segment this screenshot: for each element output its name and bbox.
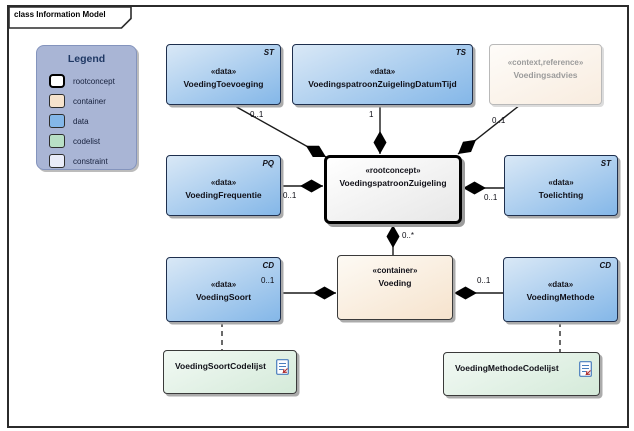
class-name: VoedingspatroonZuigeling xyxy=(339,178,447,188)
type-marker: CD xyxy=(262,261,274,270)
diagram-title: class Information Model xyxy=(14,10,106,19)
conn-voedingsadvies-rootconcept xyxy=(457,104,521,155)
multiplicity-toevoeging: 0..1 xyxy=(250,110,264,119)
class-name: Toelichting xyxy=(538,190,584,200)
legend-title: Legend xyxy=(67,53,106,65)
class-voeding[interactable]: «container» Voeding xyxy=(337,255,453,320)
codelist-document-icon xyxy=(579,361,592,377)
stereotype: «container» xyxy=(372,266,418,275)
class-voeding-methode[interactable]: CD «data» VoedingMethode xyxy=(503,257,618,322)
legend-item-label: codelist xyxy=(73,136,101,146)
legend-item-label: rootconcept xyxy=(73,76,115,86)
class-name: VoedingMethode xyxy=(526,292,595,302)
class-name: Voeding xyxy=(378,278,412,288)
diagram-frame xyxy=(7,5,629,428)
data-swatch xyxy=(49,114,65,128)
class-name: Voedingsadvies xyxy=(513,70,578,80)
class-voeding-toevoeging[interactable]: ST «data» VoedingToevoeging xyxy=(166,44,281,105)
legend-item-rootconcept: rootconcept xyxy=(49,71,136,91)
class-voeding-frequentie[interactable]: PQ «data» VoedingFrequentie xyxy=(166,155,281,216)
container-swatch xyxy=(49,94,65,108)
stereotype: «data» xyxy=(210,67,237,76)
stereotype: «context,reference» xyxy=(507,58,584,67)
multiplicity-voedingsadvies: 0..1 xyxy=(492,116,506,125)
codelist-swatch xyxy=(49,134,65,148)
legend-item-label: constraint xyxy=(73,156,108,166)
multiplicity-datumtijd: 1 xyxy=(369,110,374,119)
legend-item-label: data xyxy=(73,116,89,126)
multiplicity-toelichting: 0..1 xyxy=(484,193,498,202)
legend-item-data: data xyxy=(49,111,136,131)
multiplicity-voeding-methode: 0..1 xyxy=(477,276,491,285)
legend-item-container: container xyxy=(49,91,136,111)
class-name: VoedingspatroonZuigelingDatumTijd xyxy=(308,79,457,89)
class-name: VoedingFrequentie xyxy=(185,190,262,200)
class-name: VoedingSoortCodelijst xyxy=(175,361,266,371)
stereotype: «data» xyxy=(369,67,396,76)
class-voeding-soort[interactable]: CD «data» VoedingSoort xyxy=(166,257,281,322)
rootconcept-swatch xyxy=(49,74,65,88)
class-voedingsadvies[interactable]: «context,reference» Voedingsadvies xyxy=(489,44,602,105)
multiplicity-voeding-soort: 0..1 xyxy=(261,276,275,285)
class-voedingspatroon-zuigeling[interactable]: «rootconcept» VoedingspatroonZuigeling xyxy=(324,155,462,224)
type-marker: TS xyxy=(455,48,466,57)
class-voeding-soort-codelijst[interactable]: VoedingSoortCodelijst xyxy=(163,350,297,394)
multiplicity-frequentie: 0..1 xyxy=(283,191,297,200)
class-voeding-methode-codelijst[interactable]: VoedingMethodeCodelijst xyxy=(443,352,600,396)
frame-tab xyxy=(8,6,132,29)
multiplicity-voeding: 0..* xyxy=(402,231,415,240)
stereotype: «data» xyxy=(210,280,237,289)
constraint-swatch xyxy=(49,154,65,168)
legend-item-constraint: constraint xyxy=(49,151,136,171)
stereotype: «data» xyxy=(548,178,574,187)
type-marker: ST xyxy=(263,48,274,57)
type-marker: PQ xyxy=(262,159,274,168)
type-marker: CD xyxy=(599,261,611,270)
conn-toevoeging-rootconcept xyxy=(232,104,327,158)
type-marker: ST xyxy=(600,159,611,168)
class-name: VoedingSoort xyxy=(195,292,252,302)
class-name: VoedingToevoeging xyxy=(183,79,264,89)
class-voedingspatroon-zuigeling-datumtijd[interactable]: TS «data» VoedingspatroonZuigelingDatumT… xyxy=(292,44,473,105)
stereotype: «rootconcept» xyxy=(365,166,421,175)
class-toelichting[interactable]: ST «data» Toelichting xyxy=(504,155,618,216)
stereotype: «data» xyxy=(210,178,237,187)
class-name: VoedingMethodeCodelijst xyxy=(455,363,559,373)
codelist-document-icon xyxy=(276,359,289,375)
stereotype: «data» xyxy=(547,280,574,289)
legend-item-label: container xyxy=(73,96,106,106)
legend-item-codelist: codelist xyxy=(49,131,136,151)
legend: Legend rootconcept container data codeli… xyxy=(36,45,137,170)
